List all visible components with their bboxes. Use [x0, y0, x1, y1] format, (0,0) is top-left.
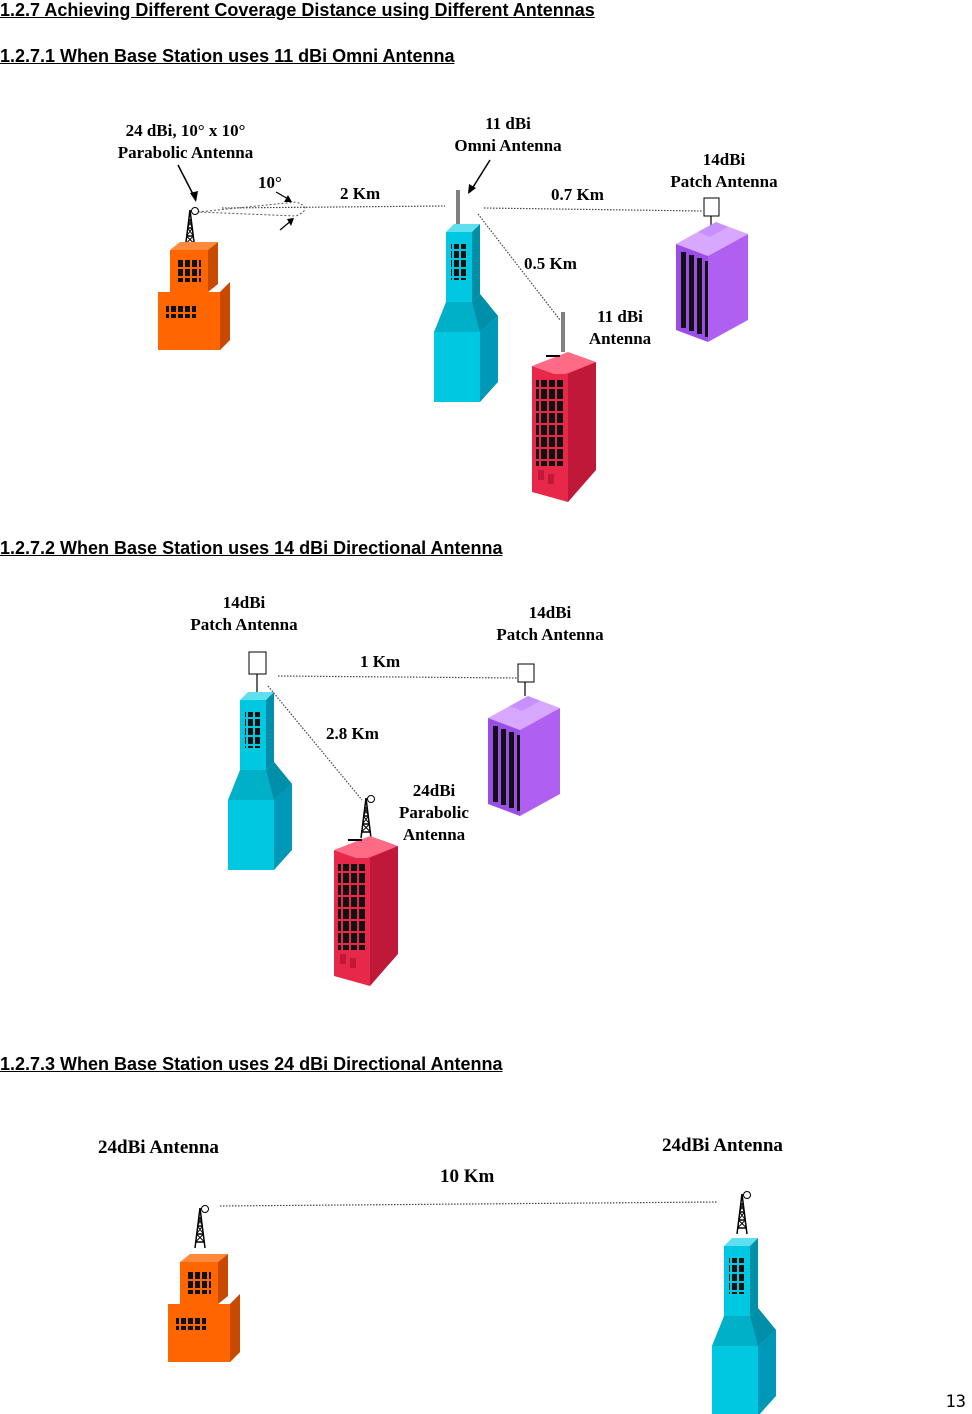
cyan-building-icon	[228, 692, 292, 870]
left-24dbi-label: 24dBi Antenna	[98, 1137, 219, 1158]
red-building-icon	[333, 835, 399, 987]
purple-building-icon	[488, 696, 560, 816]
distance-10km-label: 10 Km	[440, 1166, 495, 1187]
diagram-24dbi	[168, 1190, 776, 1414]
parabolic-tower-icon	[360, 794, 376, 839]
parabolic-2-line2: Parabolic	[399, 803, 469, 822]
red-label-line1: 11 dBi	[597, 307, 643, 326]
diagram-14dbi	[228, 651, 560, 987]
parabolic-label-line1: 24 dBi, 10° x 10°	[125, 121, 246, 140]
parabolic-label-line2: Parabolic Antenna	[117, 143, 254, 162]
beam-angle-label: 10°	[258, 173, 282, 192]
section-heading-14dbi: 1.2.7.2 When Base Station uses 14 dBi Di…	[0, 538, 503, 558]
parabolic-antenna-label: 24 dBi, 10° x 10° Parabolic Antenna	[98, 120, 273, 164]
section-heading-main: 1.2.7 Achieving Different Coverage Dista…	[0, 0, 595, 20]
distance-0.7km-label: 0.7 Km	[551, 185, 604, 204]
orange-building-icon	[168, 1254, 240, 1362]
page-number: 13	[945, 1392, 966, 1412]
cyan-building-icon	[434, 224, 498, 402]
section-heading-24dbi: 1.2.7.3 When Base Station uses 24 dBi Di…	[0, 1054, 503, 1074]
parabolic-2-line1: 24dBi	[412, 781, 456, 800]
diagram-omni	[158, 159, 748, 503]
omni-label-line2: Omni Antenna	[454, 136, 562, 155]
left-patch-antenna-label: 14dBi Patch Antenna	[180, 592, 308, 636]
left-patch-label-line1: 14dBi	[222, 593, 266, 612]
red-label-line2: Antenna	[588, 329, 652, 348]
patch-label-line2: Patch Antenna	[670, 172, 778, 191]
patch-antenna-label: 14dBi Patch Antenna	[662, 149, 786, 193]
section-heading-omni: 1.2.7.1 When Base Station uses 11 dBi Om…	[0, 46, 455, 66]
red-building-icon	[531, 351, 597, 503]
purple-building-icon	[676, 222, 748, 342]
parabolic-2-line3: Antenna	[402, 825, 466, 844]
right-patch-label-line2: Patch Antenna	[496, 625, 604, 644]
red-antenna-label: 11 dBi Antenna	[582, 306, 658, 350]
distance-0.5km-label: 0.5 Km	[524, 254, 577, 273]
parabolic-tower-icon	[194, 1204, 210, 1249]
distance-1km-label: 1 Km	[360, 652, 401, 671]
right-24dbi-label: 24dBi Antenna	[662, 1135, 783, 1156]
right-patch-antenna-label: 14dBi Patch Antenna	[486, 602, 614, 646]
parabolic-antenna-label-2: 24dBi Parabolic Antenna	[392, 780, 476, 846]
patch-label-line1: 14dBi	[702, 150, 746, 169]
omni-label-line1: 11 dBi	[485, 114, 531, 133]
right-patch-label-line1: 14dBi	[528, 603, 572, 622]
distance-2.8km-label: 2.8 Km	[326, 724, 379, 743]
left-patch-label-line2: Patch Antenna	[190, 615, 298, 634]
omni-antenna-label: 11 dBi Omni Antenna	[446, 113, 570, 157]
orange-building-icon	[158, 242, 230, 350]
distance-2km-label: 2 Km	[340, 184, 381, 203]
cyan-building-icon	[712, 1238, 776, 1414]
parabolic-tower-icon	[736, 1190, 752, 1235]
